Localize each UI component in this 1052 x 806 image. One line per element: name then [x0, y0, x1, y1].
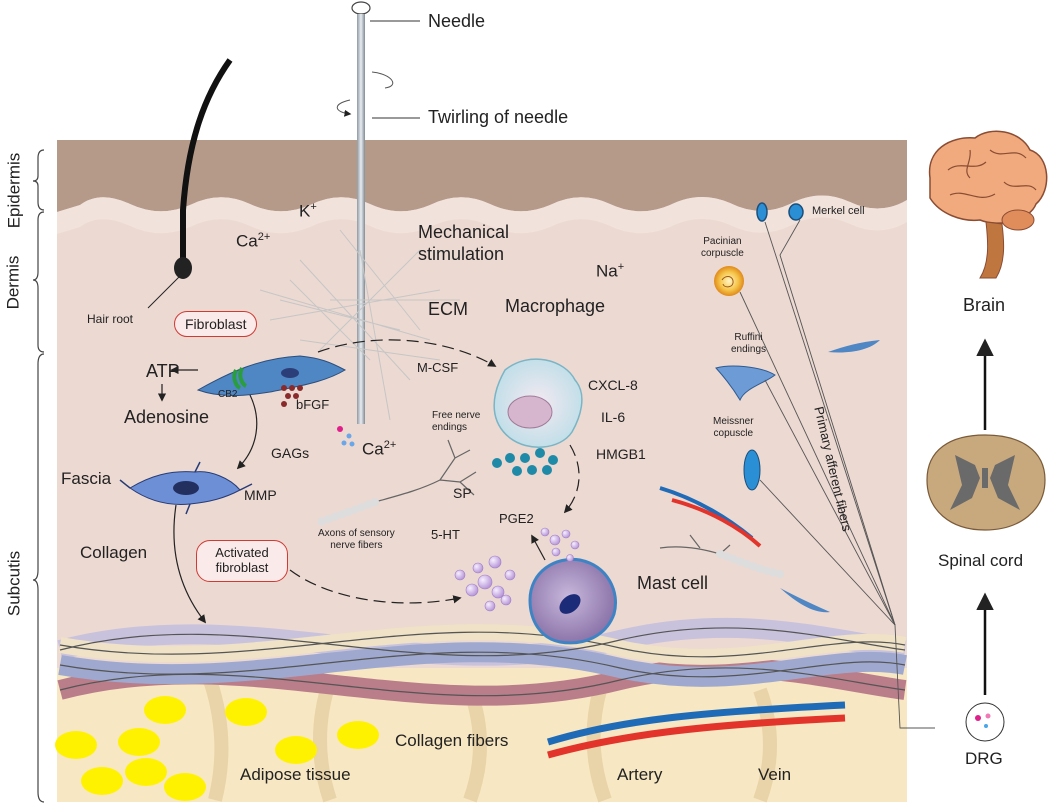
- twirl-arrows: [336, 71, 394, 114]
- label-vein: Vein: [758, 765, 792, 784]
- merkel-cell-2: [788, 203, 804, 221]
- macrophage-granules: [492, 448, 558, 476]
- septa: [203, 677, 777, 803]
- ion-ca-top-charge: 2+: [257, 231, 271, 243]
- label-cxcl8: CXCL-8: [588, 377, 638, 393]
- label-merkel-cell: Merkel cell: [812, 205, 865, 217]
- ion-k-text: K: [299, 201, 311, 221]
- ion-na: Na+: [596, 262, 624, 280]
- bfgf-dots: [281, 385, 303, 407]
- ion-ca-mid-text: Ca: [362, 439, 384, 459]
- label-5ht: 5-HT: [431, 527, 460, 542]
- label-fibroblast: Fibroblast: [174, 311, 258, 337]
- ecm-fibers: [259, 229, 460, 421]
- brain-illustration: [928, 130, 1048, 279]
- label-ecm: ECM: [428, 299, 468, 319]
- ion-na-charge: +: [617, 261, 625, 273]
- layer-braces: [32, 149, 45, 803]
- fat-cells: [55, 696, 379, 801]
- afferent-lines: [739, 219, 935, 729]
- label-spinal-cord: Spinal cord: [938, 551, 1024, 570]
- label-dermis: Dermis: [3, 255, 23, 310]
- label-mast-cell: Mast cell: [637, 573, 709, 593]
- dermis-cell-2: [780, 588, 830, 613]
- label-subcutis: Subcutis: [4, 550, 24, 617]
- label-hair-root: Hair root: [87, 312, 134, 326]
- ion-na-text: Na: [596, 261, 618, 281]
- label-collagen: Collagen: [80, 543, 148, 562]
- pacinian-corpuscle: [714, 266, 744, 296]
- mast-granules: [454, 527, 580, 612]
- epidermis-wave: [57, 195, 907, 234]
- label-bfgf: bFGF: [296, 397, 330, 412]
- hair-shaft: [180, 58, 233, 262]
- free-nerve-endings: [374, 439, 477, 503]
- label-cb2: CB2: [218, 389, 238, 400]
- ion-ca-top: Ca2+: [236, 232, 270, 250]
- label-axons: Axons of sensory nerve fibers: [318, 528, 395, 551]
- label-sp: SP: [453, 485, 472, 501]
- dermis-nerve: [659, 534, 736, 559]
- artery-vessel: [547, 714, 846, 759]
- epidermis-layer: [57, 140, 907, 212]
- drg-circle: [965, 702, 1005, 742]
- ion-k: K+: [299, 202, 317, 220]
- ruffini-endings: [715, 365, 776, 402]
- label-adipose-tissue: Adipose tissue: [240, 765, 351, 784]
- ion-ca-mid: Ca2+: [362, 440, 396, 458]
- label-macrophage: Macrophage: [505, 296, 606, 316]
- dermis-cell-1: [828, 340, 880, 353]
- cb2-receptor: [232, 367, 248, 390]
- label-atp: ATP: [146, 361, 180, 381]
- vein-vessel: [546, 701, 846, 746]
- merkel-cell-1: [756, 202, 768, 222]
- label-mechanical-stimulation: Mechanical stimulation: [418, 222, 510, 264]
- dashed-arrows: [289, 339, 580, 604]
- small-artery: [671, 498, 762, 548]
- label-il6: IL-6: [601, 409, 626, 425]
- ion-ca-top-text: Ca: [236, 231, 258, 251]
- label-hmgb1: HMGB1: [596, 446, 646, 462]
- label-drg: DRG: [965, 749, 1003, 768]
- label-artery: Artery: [617, 765, 663, 784]
- ion-k-charge: +: [310, 201, 317, 213]
- hair-root-bulb: [174, 257, 192, 279]
- label-fascia: Fascia: [61, 469, 112, 488]
- label-needle: Needle: [428, 11, 486, 31]
- label-free-nerve-endings: Free nerve endings: [432, 410, 481, 433]
- label-mcsf: M-CSF: [417, 360, 459, 375]
- label-brain: Brain: [963, 295, 1006, 315]
- solid-arrows: [157, 365, 546, 624]
- needle-shaft: [357, 14, 365, 424]
- label-gags: GAGs: [271, 445, 310, 461]
- label-mmp: MMP: [244, 487, 277, 503]
- label-pge2: PGE2: [499, 511, 534, 526]
- gags-dots: [337, 426, 355, 447]
- label-meissner-copuscle: Meissner copuscle: [713, 416, 754, 439]
- label-adenosine: Adenosine: [124, 407, 210, 427]
- spinal-cord-illustration: [926, 434, 1046, 531]
- meissner-corpuscle: [743, 449, 761, 491]
- ion-ca-mid-charge: 2+: [383, 439, 397, 451]
- needle-head: [351, 1, 371, 15]
- axon-chain: [316, 498, 379, 526]
- label-activated-fibroblast: Activated fibroblast: [196, 540, 288, 582]
- label-collagen-fibers: Collagen fibers: [395, 731, 509, 750]
- label-epidermis: Epidermis: [4, 152, 24, 229]
- label-ruffini-endings: Ruffini endings: [731, 332, 767, 355]
- label-pacinian-corpuscle: Pacinian corpuscle: [701, 236, 744, 259]
- label-twirling: Twirling of needle: [428, 107, 569, 127]
